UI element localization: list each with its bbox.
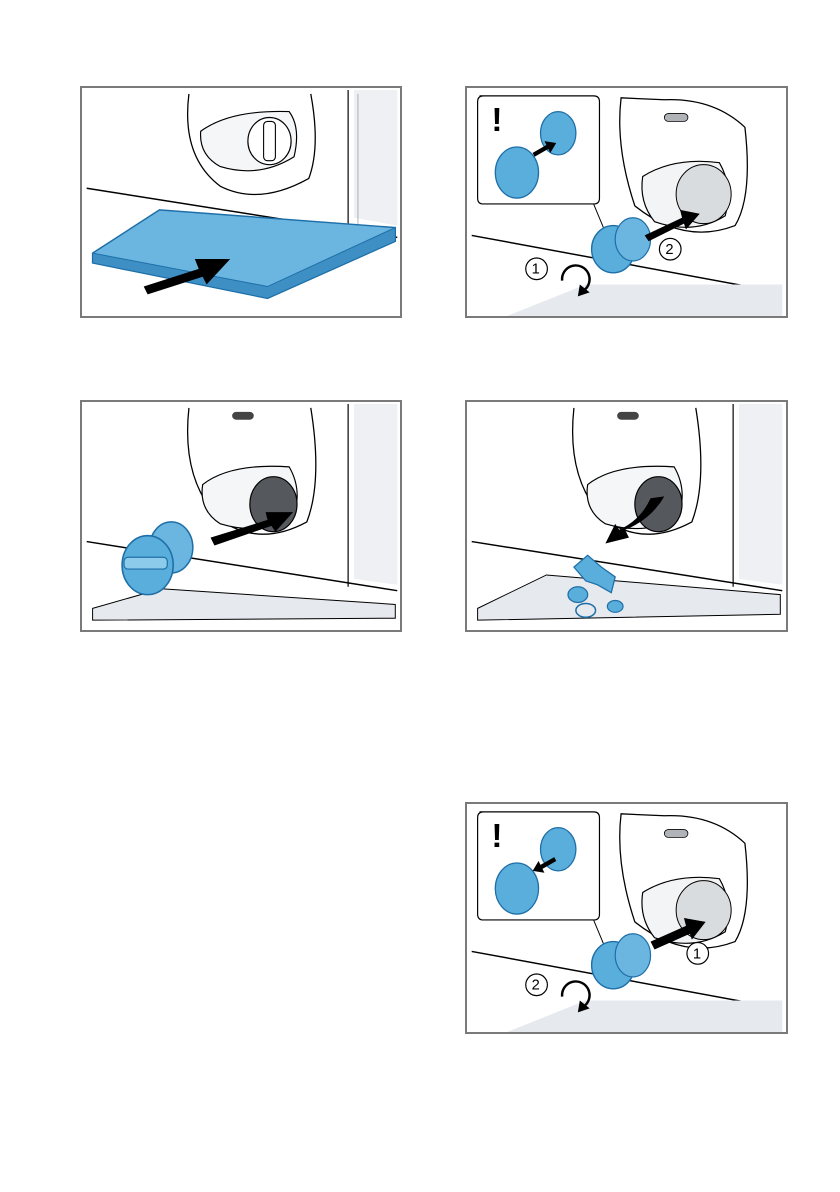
- floor-area: [507, 285, 782, 316]
- shallow-container-icon: [93, 589, 396, 620]
- flap-handle: [232, 412, 254, 420]
- svg-text:1: 1: [693, 946, 701, 962]
- machine-side: [354, 90, 397, 226]
- machine-side: [739, 404, 782, 585]
- svg-text:2: 2: [532, 978, 540, 994]
- floor-area: [507, 1001, 782, 1032]
- warning-icon: !: [491, 818, 502, 855]
- filter-cap-icon: [495, 863, 538, 914]
- step-place-container-illustration: [80, 86, 402, 318]
- flap-handle: [617, 412, 639, 420]
- svg-text:2: 2: [665, 242, 673, 258]
- step-remove-filter-illustration: ! 1 2: [465, 86, 788, 318]
- flap-handle: [664, 830, 688, 838]
- shallow-container-icon: [478, 575, 781, 620]
- callout-pointer: [594, 920, 604, 944]
- foreign-object-icon: [568, 587, 588, 603]
- filter-body: [615, 218, 650, 261]
- button-object-icon: [607, 601, 623, 613]
- callout-pointer: [594, 204, 604, 228]
- warning-icon: !: [491, 102, 502, 139]
- step-pull-out-cap-illustration: [80, 400, 402, 632]
- cap-grip: [264, 121, 276, 160]
- filter-body: [615, 934, 650, 977]
- step-reinsert-filter-illustration: ! 2 1: [465, 802, 788, 1034]
- step-clean-drain-illustration: [465, 400, 788, 632]
- machine-side: [354, 404, 397, 585]
- svg-text:1: 1: [532, 262, 540, 278]
- cap-grip: [124, 557, 167, 569]
- flap-handle: [664, 114, 688, 122]
- filter-cap-icon: [495, 147, 538, 198]
